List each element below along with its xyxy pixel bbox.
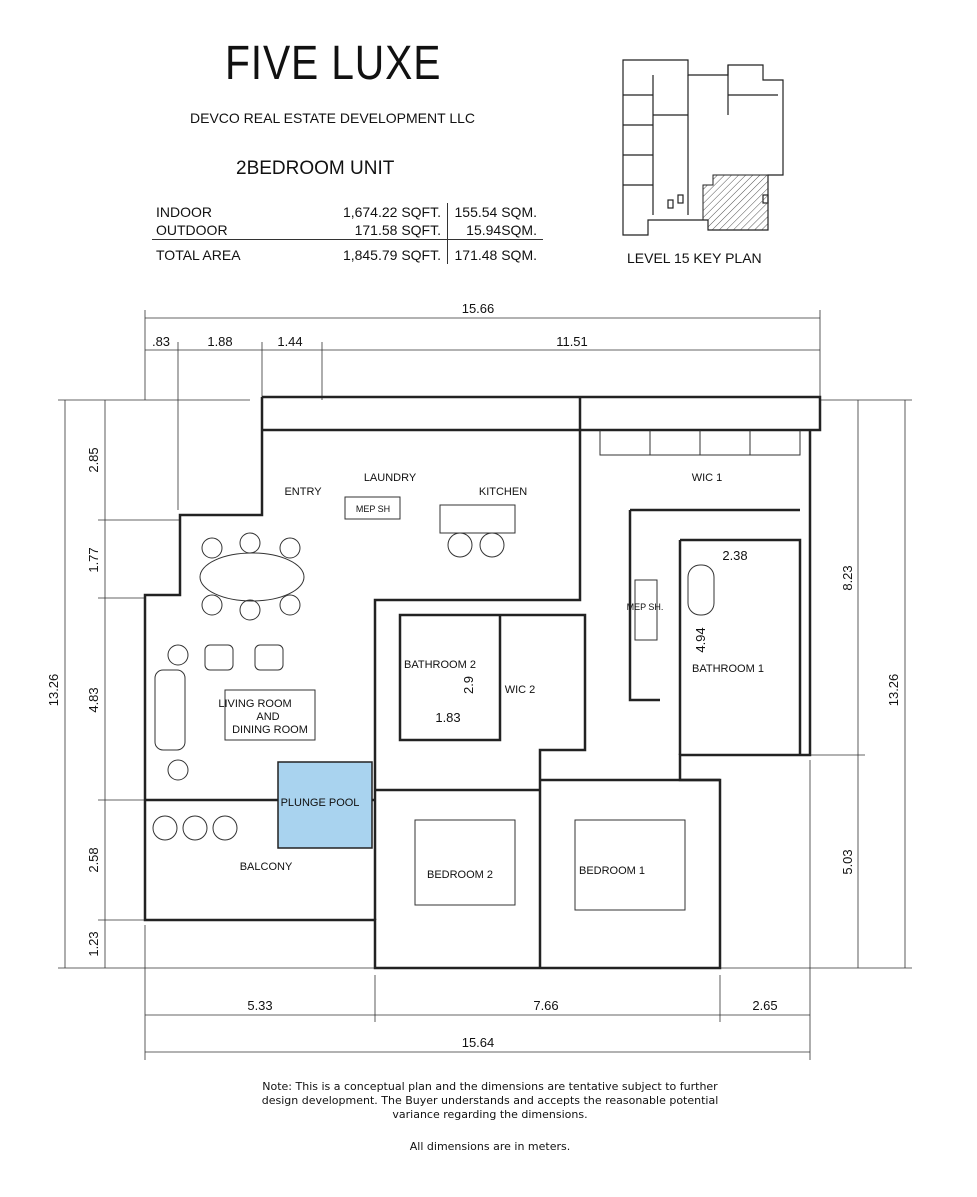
brand-title: FIVE LUXE	[225, 37, 442, 90]
room-label-entry: ENTRY	[284, 486, 322, 498]
key-plan	[622, 59, 784, 236]
area-table: INDOOR 1,674.22 SQFT. 155.54 SQM. OUTDOO…	[152, 203, 543, 264]
dim-bathroom-1-width: 2.38	[722, 548, 747, 563]
room-label-wic2: WIC 2	[505, 684, 536, 696]
dim-right: 5.03	[840, 849, 855, 874]
dim-top: 1.88	[207, 334, 232, 349]
area-sqft: 1,845.79 SQFT.	[302, 239, 448, 264]
room-label-bedroom-2: BEDROOM 2	[427, 869, 493, 881]
area-sqft: 1,674.22 SQFT.	[342, 204, 441, 220]
walls	[143, 395, 822, 970]
room-label-bathroom-2: BATHROOM 2	[404, 659, 476, 671]
dim-left: 4.83	[86, 687, 101, 712]
dim-bathroom-2-width: 1.83	[435, 710, 460, 725]
room-label-bathroom-1: BATHROOM 1	[692, 663, 764, 675]
dim-top-total: 15.66	[462, 301, 495, 316]
developer-name: DEVCO REAL ESTATE DEVELOPMENT LLC	[190, 110, 476, 126]
floor-plan: ENTRY LAUNDRY KITCHEN WIC 1 MEP SH MEP S…	[46, 301, 912, 1060]
room-label-mep-shaft-1: MEP SH	[356, 504, 390, 514]
plunge-pool	[277, 761, 373, 849]
room-label-balcony: BALCONY	[240, 861, 293, 873]
dimension-lines	[58, 310, 912, 1060]
dim-top: .83	[152, 334, 170, 349]
area-row: INDOOR 1,674.22 SQFT. 155.54 SQM.	[152, 203, 543, 221]
dim-right-total: 13.26	[886, 674, 901, 707]
room-label-living-1: LIVING ROOM	[218, 698, 291, 710]
room-label-living-3: DINING ROOM	[232, 724, 308, 736]
dim-left: 2.85	[86, 447, 101, 472]
unit-highlight	[702, 174, 769, 231]
room-label-mep-shaft-2: MEP SH.	[627, 602, 664, 612]
dim-left-total: 13.26	[46, 674, 61, 707]
dim-bottom-total: 15.64	[462, 1035, 495, 1050]
area-sqm: 171.48 SQM.	[447, 239, 543, 264]
dim-left: 2.58	[86, 847, 101, 872]
area-sqm: 15.94SQM.	[447, 221, 543, 240]
room-label-laundry: LAUNDRY	[364, 472, 417, 484]
dim-top: 1.44	[277, 334, 302, 349]
dim-right: 8.23	[840, 565, 855, 590]
area-label: INDOOR	[156, 204, 212, 220]
dim-bathroom-2-height: 2.9	[461, 676, 476, 694]
dim-bottom: 5.33	[247, 998, 272, 1013]
area-sqm: 155.54 SQM.	[447, 203, 543, 221]
dim-bottom: 7.66	[533, 998, 558, 1013]
units-note: All dimensions are in meters.	[409, 1140, 571, 1153]
dim-left: 1.77	[86, 547, 101, 572]
area-sqft: 171.58 SQFT.	[354, 222, 441, 238]
room-label-bedroom-1: BEDROOM 1	[579, 865, 645, 877]
dim-left: 1.23	[86, 931, 101, 956]
area-row: OUTDOOR 171.58 SQFT. 15.94SQM.	[152, 221, 543, 240]
room-label-living-2: AND	[256, 711, 279, 723]
room-label-plunge-pool: PLUNGE POOL	[281, 797, 360, 809]
area-label: OUTDOOR	[156, 222, 228, 238]
unit-type: 2BEDROOM UNIT	[236, 158, 395, 179]
dim-bottom: 2.65	[752, 998, 777, 1013]
disclaimer-note: Note: This is a conceptual plan and the …	[261, 1080, 719, 1121]
area-label: TOTAL AREA	[152, 239, 302, 264]
room-label-wic1: WIC 1	[692, 472, 723, 484]
room-label-kitchen: KITCHEN	[479, 486, 527, 498]
dim-bathroom-1-height: 4.94	[693, 627, 708, 652]
key-plan-caption: LEVEL 15 KEY PLAN	[627, 250, 762, 266]
furniture	[152, 430, 801, 911]
dim-top: 11.51	[556, 334, 588, 349]
area-total-row: TOTAL AREA 1,845.79 SQFT. 171.48 SQM.	[152, 239, 543, 264]
